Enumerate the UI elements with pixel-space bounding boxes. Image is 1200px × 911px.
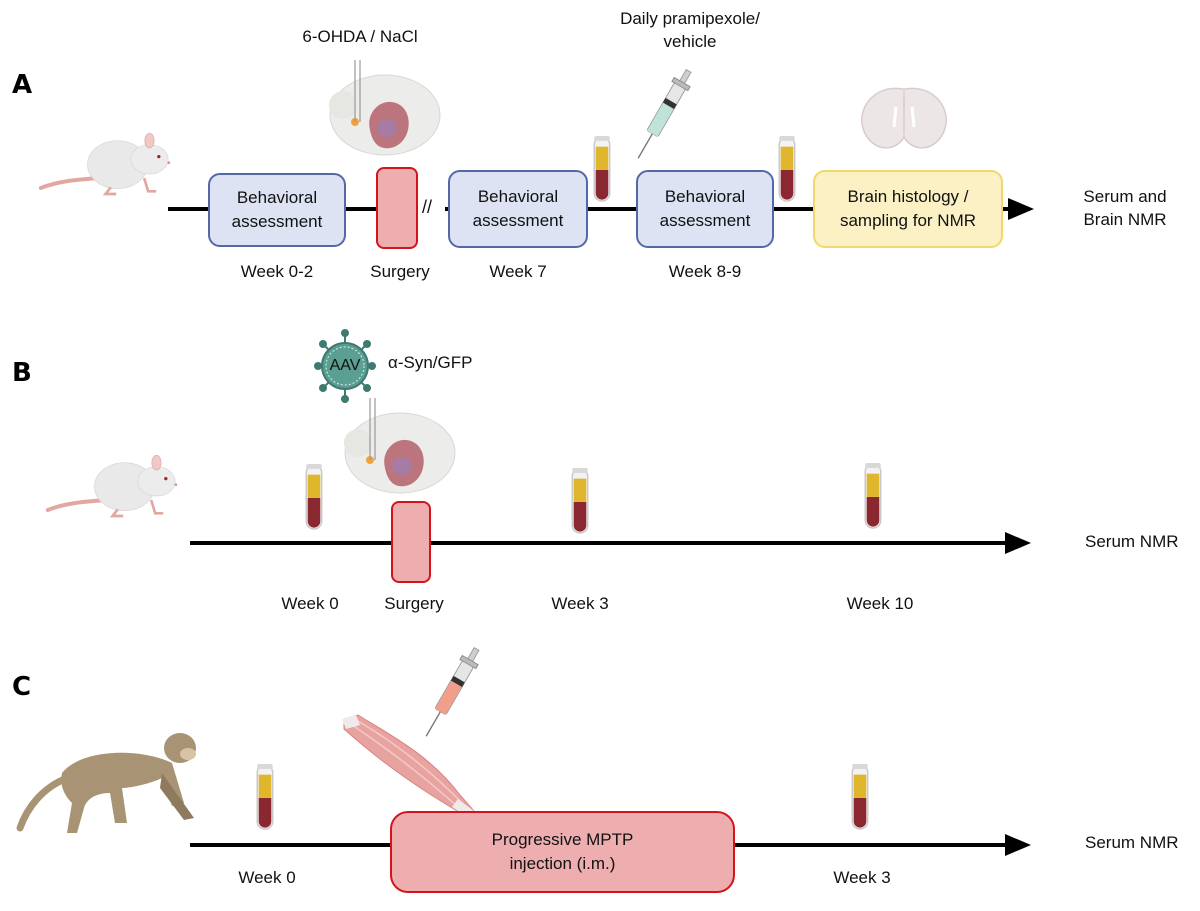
rat-icon (12, 440, 217, 520)
injection-label-line1: Daily pramipexole/ (620, 9, 760, 28)
time-break-symbol: // (422, 196, 433, 218)
timeline-a-arrow (1008, 198, 1034, 220)
blood-tube-icon (571, 467, 589, 534)
syringe-icon (420, 643, 480, 742)
blood-tube-icon (778, 135, 796, 202)
brain-section-icon (861, 87, 947, 149)
blood-tube-icon (305, 463, 323, 530)
surgery-box-a (376, 167, 418, 249)
timeline-b-arrow (1005, 532, 1031, 554)
blood-tube-icon (864, 462, 882, 529)
rat-icon (5, 118, 210, 198)
monkey-icon (16, 733, 196, 833)
blood-tube-icon (256, 763, 274, 830)
time-label-week-0: Week 0 (238, 868, 296, 887)
panel-label-a: A (12, 70, 33, 100)
time-label-week-3: Week 3 (551, 594, 609, 613)
timeline-c-arrow (1005, 834, 1031, 856)
syringe-icon (632, 65, 692, 164)
timeline-b (190, 541, 1005, 545)
endpoint-label-b: Serum NMR (1085, 532, 1179, 551)
blood-tube-icon (851, 763, 869, 830)
endpoint-label-line1: Serum and (1083, 187, 1167, 206)
time-label-week-10: Week 10 (846, 594, 914, 613)
aav-virus-icon (314, 329, 376, 403)
panel-label-b: B (12, 358, 32, 388)
time-label-week-8-9: Week 8-9 (668, 262, 742, 281)
time-label-surgery: Surgery (384, 594, 444, 613)
injection-label-line2: vehicle (663, 32, 717, 51)
surgery-box-b (391, 501, 431, 583)
brain-stereotaxic-icon (343, 398, 456, 494)
time-label-week-0-2: Week 0-2 (240, 262, 314, 281)
treatment-label-b: α-Syn/GFP (388, 353, 473, 372)
treatment-label: 6-OHDA / NaCl (302, 27, 418, 46)
aav-label: AAV (329, 357, 361, 374)
brain-stereotaxic-icon (328, 60, 441, 156)
brain-histology-box: Brain histology /sampling for NMR (813, 170, 1003, 248)
time-label-surgery: Surgery (370, 262, 430, 281)
time-label-week-0: Week 0 (281, 594, 339, 613)
endpoint-label-c: Serum NMR (1085, 833, 1179, 852)
muscle-icon (342, 714, 475, 816)
panel-label-c: C (12, 672, 32, 702)
blood-tube-icon (593, 135, 611, 202)
time-label-week-7: Week 7 (489, 262, 547, 281)
time-label-week-3: Week 3 (833, 868, 891, 887)
endpoint-label-line2: Brain NMR (1083, 210, 1167, 229)
